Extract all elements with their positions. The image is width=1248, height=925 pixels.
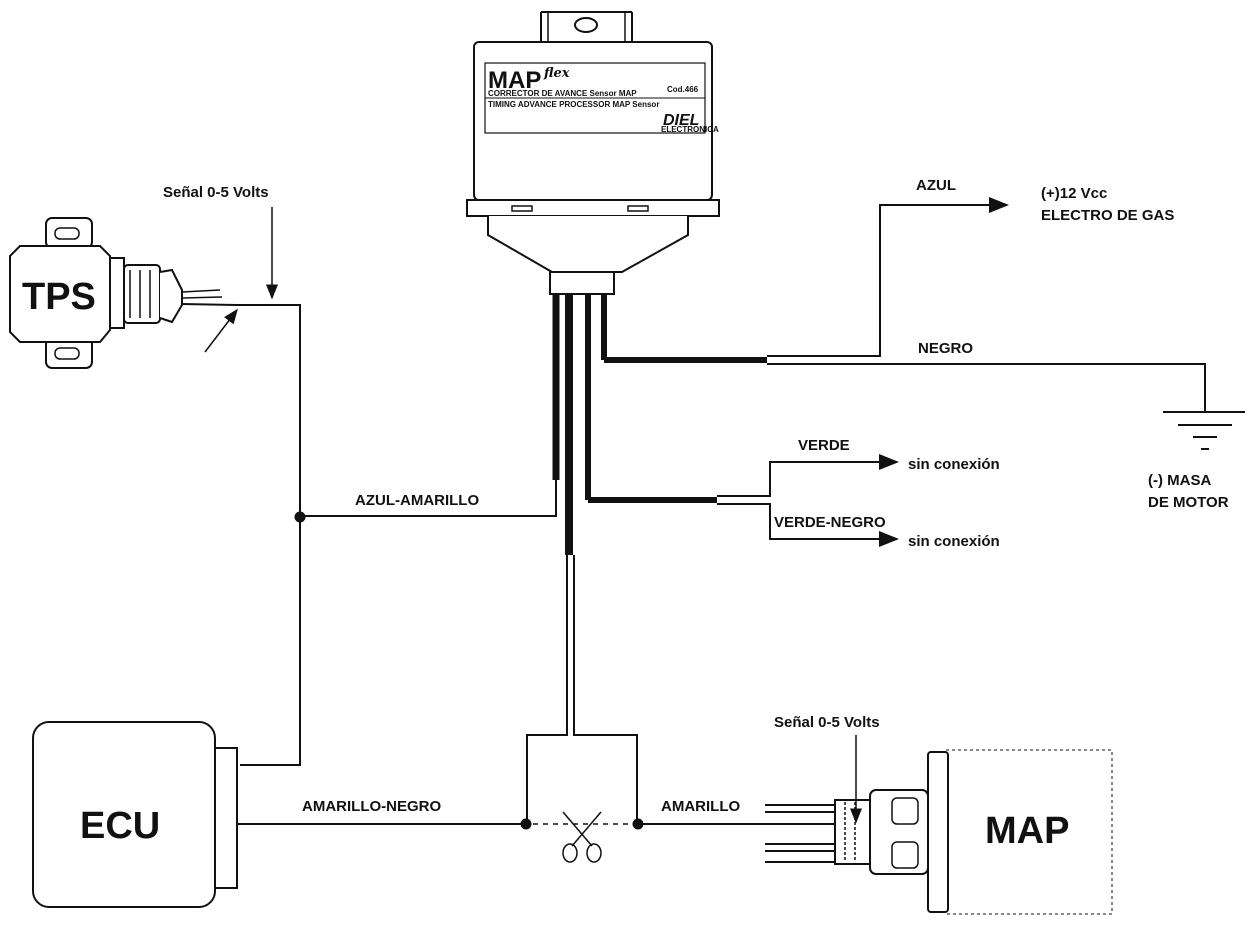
map-flex-module: MAP flex CORRECTOR DE AVANCE Sensor MAP …: [466, 11, 720, 295]
verde-negro-label: VERDE-NEGRO: [774, 514, 886, 531]
sin-conexion-2: sin conexión: [908, 533, 1000, 550]
module-cables: [300, 197, 1206, 823]
ground-symbol-icon: [1163, 411, 1245, 450]
tps-sensor: TPS: [9, 217, 237, 369]
sin-conexion-1: sin conexión: [908, 456, 1000, 473]
map-label: MAP: [985, 810, 1069, 852]
module-line2: TIMING ADVANCE PROCESSOR MAP Sensor: [488, 100, 659, 109]
azul-label: AZUL: [916, 177, 956, 194]
module-brand: MAP: [488, 67, 541, 94]
amarillo-negro-label: AMARILLO-NEGRO: [302, 798, 441, 815]
scissors-icon: [562, 811, 602, 863]
masa-label-line1: (-) MASA: [1148, 472, 1211, 489]
amarillo-label: AMARILLO: [661, 798, 740, 815]
module-maker-sub: ELECTRONICA: [661, 125, 719, 134]
tps-label: TPS: [22, 276, 96, 318]
module-maker: DIEL: [663, 112, 699, 129]
map-sensor: MAP: [765, 749, 1113, 915]
ecu-unit: ECU: [32, 721, 238, 908]
vcc-label-line1: (+)12 Vcc: [1041, 185, 1107, 202]
negro-label: NEGRO: [918, 340, 973, 357]
module-brand-suffix: flex: [543, 66, 570, 81]
module-line1: CORRECTOR DE AVANCE Sensor MAP: [488, 89, 637, 98]
vcc-label-line2: ELECTRO DE GAS: [1041, 207, 1174, 224]
verde-label: VERDE: [798, 437, 850, 454]
azul-amarillo-label: AZUL-AMARILLO: [355, 492, 479, 509]
ecu-label: ECU: [80, 805, 160, 847]
map-signal-label: Señal 0-5 Volts: [774, 714, 880, 731]
masa-label-line2: DE MOTOR: [1148, 494, 1229, 511]
tps-signal-label: Señal 0-5 Volts: [163, 184, 269, 201]
module-code: Cod.466: [667, 85, 699, 94]
